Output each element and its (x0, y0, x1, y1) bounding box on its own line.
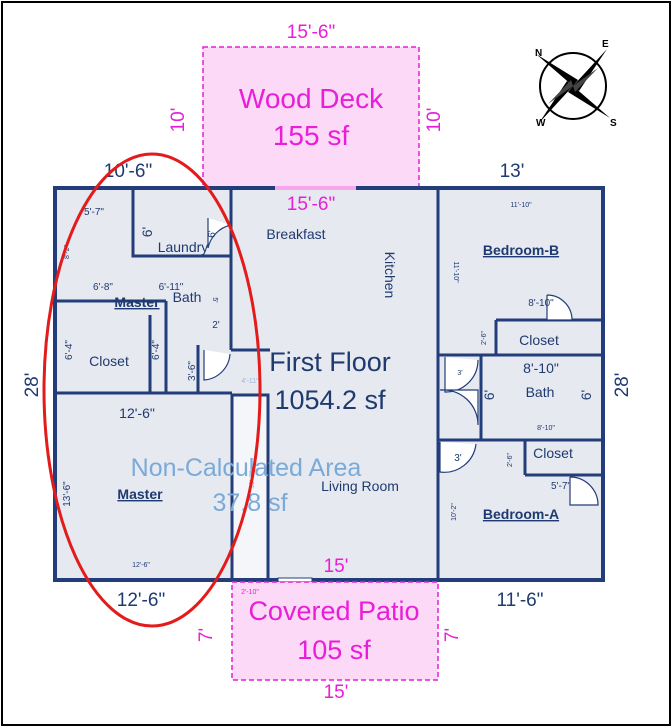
dim-5-bath: 5' (211, 297, 218, 302)
dim-3-a: 3' (454, 453, 462, 464)
dim-left: 28' (22, 373, 43, 398)
dim-right: 28' (612, 373, 633, 398)
dim-4-11: 4'-11" (241, 378, 259, 385)
dim-2-6-b: 2'-6" (481, 331, 488, 345)
dim-8-10-top: 8'-10" (528, 298, 554, 309)
house-floor (55, 188, 603, 580)
room-closet-b: Closet (519, 332, 559, 348)
room-laundry: Laundry (158, 239, 209, 255)
compass-e: E (602, 39, 609, 50)
dim-5-7-top: 5'-7" (84, 207, 104, 218)
room-kitchen: Kitchen (382, 252, 398, 299)
highlight-ellipse (42, 152, 262, 628)
dim-8-2: 8'-2" (64, 245, 71, 259)
room-closet-left: Closet (89, 353, 129, 369)
room-master: Master (117, 486, 163, 502)
deck-width-dim: 15'-6" (287, 22, 335, 43)
dim-bottom-left: 12'-6" (117, 590, 165, 611)
dim-11-10-top: 11'-10" (510, 202, 532, 209)
dim-2-bath: 2' (212, 320, 220, 331)
dim-8-10-bath: 8'-10" (523, 360, 559, 376)
dim-12-6-mid: 12'-6" (119, 405, 155, 421)
left-interior-walls (55, 188, 270, 395)
patio-bottom-dim: 15' (324, 682, 349, 703)
dim-8-10-small: 8'-10" (537, 425, 555, 432)
dim-11-10-side: 11'-10" (452, 261, 459, 283)
dim-6-bath-right: 6' (578, 390, 594, 400)
floor-name: First Floor (269, 347, 391, 377)
dim-6-laundry: 6' (139, 227, 155, 237)
room-closet-a: Closet (533, 445, 573, 461)
dim-5-7-a: 5'-7" (551, 481, 571, 492)
room-bath-right: Bath (526, 384, 555, 400)
dim-10-2: 10'-2" (451, 503, 458, 521)
deck-opening-dim: 15'-6" (287, 194, 335, 215)
doors (203, 218, 599, 506)
deck-depth-left: 10' (168, 108, 189, 133)
deck-depth-right: 10' (424, 108, 445, 133)
room-bath: Bath (173, 289, 202, 305)
wood-deck: 15'-6" Wood Deck 155 sf 10' 10' (168, 22, 445, 189)
noncalc-name: Non-Calculated Area (131, 454, 362, 482)
right-interior-walls (436, 188, 603, 580)
room-breakfast: Breakfast (266, 226, 325, 242)
dim-bottom-right: 11'-6" (497, 590, 544, 611)
patio-area: 105 sf (297, 635, 371, 665)
dim-3-b: 3' (457, 370, 462, 377)
dim-6-4-right: 6'-4" (151, 340, 162, 360)
dim-12-6-small: 12'-6" (132, 562, 150, 569)
compass-w: W (536, 118, 546, 129)
deck-area: 155 sf (273, 120, 349, 151)
floor-area: 1054.2 sf (274, 385, 386, 415)
room-bedroom-a: Bedroom-A (483, 506, 559, 522)
covered-patio: Covered Patio 105 sf 7' 7' 15' 2'-10" (196, 581, 463, 703)
dim-3-6-left: 3'-6" (187, 361, 198, 381)
dim-6-laundry-door: 6' (207, 230, 218, 238)
compass-s: S (610, 118, 617, 129)
dim-13-6: 13'-6" (62, 481, 73, 507)
dim-2-6-a: 2'-6" (507, 453, 514, 467)
noncalc-side-dim: 2'-10" (241, 589, 259, 596)
compass-n: N (535, 48, 542, 59)
deck-name: Wood Deck (239, 83, 384, 114)
dim-top-right: 13' (500, 161, 525, 182)
dim-6-8: 6'-8" (93, 282, 113, 293)
patio-depth-right: 7' (442, 628, 463, 642)
dim-6-bath-left: 6' (481, 390, 497, 400)
patio-width-dim: 15' (324, 556, 349, 577)
patio-depth-left: 7' (196, 628, 217, 642)
dim-6-11: 6'-11" (159, 282, 184, 293)
dim-6-4-left: 6'-4" (64, 340, 75, 360)
compass-rose: N E S W (535, 39, 617, 129)
room-bedroom-b: Bedroom-B (483, 242, 559, 258)
room-living: Living Room (321, 478, 399, 494)
room-master-bath-label: Master (114, 294, 160, 310)
patio-name: Covered Patio (248, 596, 419, 626)
